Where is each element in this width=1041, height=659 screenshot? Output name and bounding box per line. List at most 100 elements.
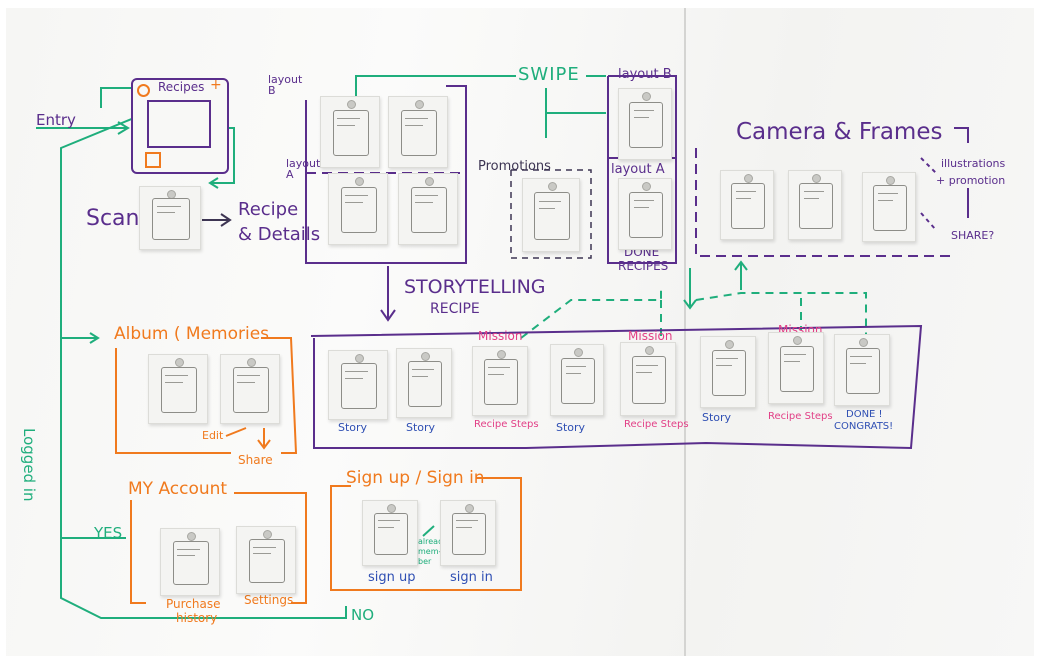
top-to-scan-line (211, 127, 235, 184)
layout-a-right-card (618, 178, 672, 250)
story-card-6-line1 (716, 358, 738, 359)
account-card-2-pin (263, 530, 272, 539)
album-card-2-line1 (237, 375, 261, 377)
story-card-6 (700, 336, 756, 408)
mission-arrows (683, 260, 748, 310)
album-title: Album ( Memories (114, 324, 270, 344)
story-card-2-line2 (412, 376, 429, 378)
account-card-1-line2 (177, 555, 195, 557)
purchase-history-label-2: history (176, 611, 218, 625)
account-card-1-line1 (177, 548, 201, 550)
layout-a-card-2 (398, 173, 458, 245)
story-caption-4: Story (556, 421, 586, 434)
layout-a-card-2-line1 (415, 195, 439, 196)
signup-card (362, 500, 418, 566)
account-card-1-pin (187, 532, 196, 541)
illustrations-arrow (920, 157, 937, 174)
story-card-8 (834, 334, 890, 406)
story-card-3-line2 (488, 374, 505, 376)
layout-a-right-card-pin (642, 182, 651, 191)
recipe-details-label-2: & Details (238, 224, 321, 245)
camera-card-1-line2 (735, 198, 752, 200)
layout-b-right-card-line2 (633, 117, 650, 118)
camera-card-2 (788, 170, 842, 240)
layout-b-card-1-screen (332, 109, 370, 157)
layout-a-right-card-line2 (633, 207, 650, 208)
layout-a-left-label: layout A (286, 157, 321, 181)
story-caption-2: Story (406, 421, 436, 434)
share-label: Share (238, 453, 273, 467)
already-member-label-3: ber (418, 557, 432, 566)
layout-b-card-1-line2 (337, 125, 355, 126)
story-card-5 (620, 342, 676, 416)
story-card-8-screen (845, 347, 881, 395)
sign-up-in-title: Sign up / Sign in (346, 468, 485, 488)
green-connectors (36, 75, 606, 619)
scan-card-line1 (156, 205, 181, 207)
promotions-card (522, 178, 580, 252)
promotion-label: + promotion (936, 174, 1006, 187)
layout-b-card-2 (388, 96, 448, 168)
story-frame (310, 324, 923, 450)
story-card-4-screen (561, 357, 595, 405)
story-caption-8: DONE ! (846, 409, 883, 420)
plus-label: + (210, 77, 222, 93)
story-card-3-screen (483, 359, 519, 405)
layout-b-right-card-pin (642, 92, 651, 101)
story-card-6-line2 (716, 365, 733, 366)
story-card-2-pin (421, 352, 430, 361)
mission-label-2: Mission (628, 329, 673, 343)
swipe-label: SWIPE (518, 64, 580, 85)
story-card-1-pin (355, 354, 364, 363)
edit-arrow (225, 427, 247, 437)
illustrations-label: illustrations (941, 157, 1006, 170)
layout-a-card-1-pin (355, 177, 364, 186)
no-label: NO (351, 606, 375, 624)
album-card-2 (220, 354, 280, 424)
scan-card (139, 186, 201, 250)
camera-card-3 (862, 172, 916, 242)
layout-b-card-2-screen (400, 109, 438, 157)
layout-a-card-1-screen (340, 186, 378, 234)
layout-b-card-1-pin (347, 100, 356, 109)
camera-frames-title: Camera & Frames (736, 119, 943, 145)
layout-a-right-card-line1 (633, 200, 655, 201)
camera-card-3-screen (873, 185, 907, 231)
promotions-card-line2 (538, 207, 556, 209)
signin-card (440, 500, 496, 566)
storytelling-arrow-head (380, 309, 396, 322)
purchase-history-label-1: Purchase (166, 597, 221, 611)
avatar-icon (137, 84, 150, 97)
account-card-2-screen (248, 538, 286, 584)
to-album-arrow (89, 332, 100, 344)
sign-in-label: sign in (450, 570, 493, 585)
top-to-scan-arrow (208, 177, 219, 189)
already-member-label-2: mem- (418, 547, 442, 556)
album-card-1 (148, 354, 208, 424)
layout-a-card-2-line2 (415, 202, 433, 203)
album-card-1-pin (175, 358, 184, 367)
story-card-5-pin (645, 346, 654, 355)
album-frame (261, 337, 298, 454)
done-recipes-label-2: RECIPES (618, 259, 669, 273)
signup-card-line2 (378, 526, 395, 528)
layout-a-card-2-screen (410, 186, 448, 234)
album-card-1-screen (160, 367, 198, 413)
layout-b-card-2-pin (415, 100, 424, 109)
camera-card-2-line2 (803, 198, 820, 200)
right-layout-frame (607, 75, 677, 264)
story-card-4-line2 (565, 373, 582, 374)
swipe-bracket (355, 75, 516, 100)
signup-frame (330, 477, 522, 591)
story-caption-5: Recipe Steps (624, 419, 689, 430)
camera-frame (695, 148, 951, 257)
recipe-details-label-1: Recipe (238, 199, 299, 220)
my-account-title: MY Account (128, 479, 228, 499)
orange-frames (115, 337, 522, 604)
layout-b-right-card (618, 88, 672, 160)
layout-b-right-card-line1 (633, 110, 655, 111)
promotions-card-pin (548, 182, 557, 191)
camera-bracket (954, 127, 969, 143)
account-card-2 (236, 526, 296, 594)
entry-label: Entry (36, 111, 76, 129)
